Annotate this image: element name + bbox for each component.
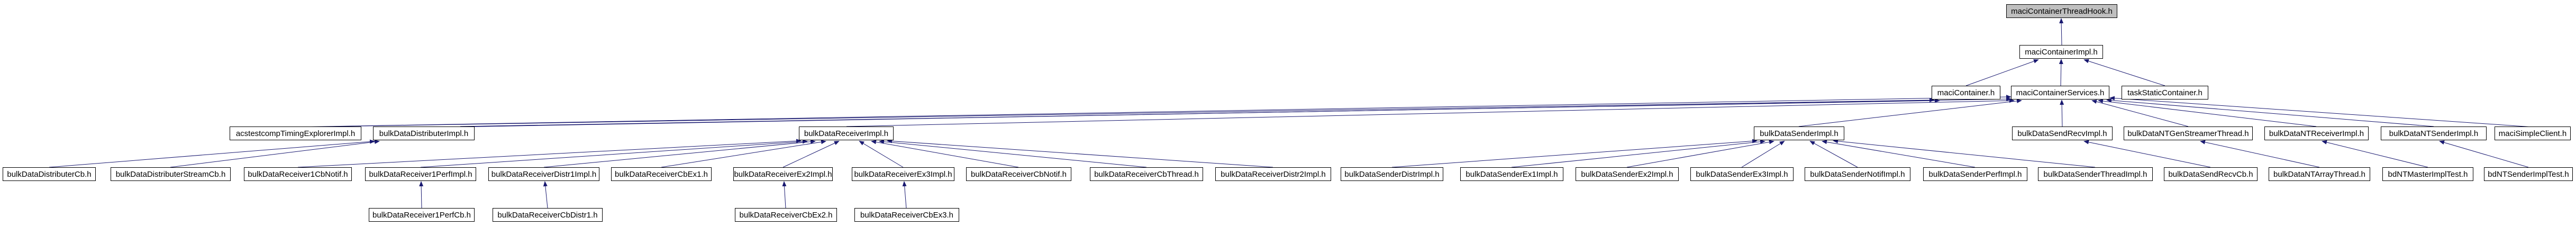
edge-bulkDataNTReceiverImpl-to-maciContainerServices (2098, 98, 2317, 127)
graph-node-bulkDataReceiverCbEx3[interactable]: bulkDataReceiverCbEx3.h (854, 208, 959, 222)
graph-node-acstestcompTimingExplorerImpl[interactable]: acstestcompTimingExplorerImpl.h (230, 126, 361, 140)
edge-bulkDataNTArrayThread-to-bulkDataNTGenStreamerThread (2200, 140, 2320, 168)
graph-node-bulkDataNTArrayThread[interactable]: bulkDataNTArrayThread.h (2269, 167, 2370, 181)
graph-node-bulkDataSendRecvCb[interactable]: bulkDataSendRecvCb.h (2164, 167, 2258, 181)
edge-acstestcompTimingExplorerImpl-to-maciContainer (333, 98, 1935, 127)
graph-node-maciContainer[interactable]: maciContainer.h (1932, 86, 2000, 100)
edge-bulkDataSenderThreadImpl-to-bulkDataSenderImpl (1833, 139, 2096, 168)
edge-bulkDataSenderNotifImpl-to-bulkDataSenderImpl (1809, 141, 1858, 168)
edge-bulkDataReceiverCbDistr1-to-bulkDataReceiverDistr1Impl (543, 181, 548, 209)
graph-node-bulkDataSenderDistrImpl[interactable]: bulkDataSenderDistrImpl.h (1341, 167, 1443, 181)
graph-node-taskStaticContainer[interactable]: taskStaticContainer.h (2122, 86, 2208, 100)
edge-bulkDataDistributerStreamCb-to-bulkDataDistributerImpl (170, 140, 380, 168)
edge-bulkDataSenderImpl-to-maciContainerServices (1798, 98, 2022, 127)
graph-node-bulkDataNTSenderImpl[interactable]: bulkDataNTSenderImpl.h (2381, 126, 2487, 140)
graph-node-bdNTMasterImplTest[interactable]: bdNTMasterImplTest.h (2382, 167, 2473, 181)
edge-bulkDataReceiverCbThread-to-bulkDataReceiverImpl (879, 139, 1147, 168)
edge-bulkDataReceiverCbNotif-to-bulkDataReceiverImpl (871, 140, 1019, 168)
edge-bulkDataDistributerImpl-to-maciContainerServices (424, 97, 2011, 128)
graph-node-bulkDataSenderEx3Impl[interactable]: bulkDataSenderEx3Impl.h (1690, 167, 1794, 181)
edge-maciContainerImpl-to-maciContainerThreadHook (2059, 18, 2064, 46)
graph-node-maciSimpleClient[interactable]: maciSimpleClient.h (2495, 126, 2571, 140)
edge-bulkDataSenderDistrImpl-to-bulkDataSenderImpl (1391, 139, 1758, 168)
edge-bulkDataSenderEx1Impl-to-bulkDataSenderImpl (1511, 139, 1765, 168)
edge-bulkDataReceiverCbEx1-to-bulkDataReceiverImpl (661, 140, 826, 168)
graph-node-bulkDataReceiverDistr1Impl[interactable]: bulkDataReceiverDistr1Impl.h (488, 167, 599, 181)
edge-acstestcompTimingExplorerImpl-to-maciContainerServices (296, 95, 2011, 128)
edge-bulkDataNTSenderImpl-to-maciContainerServices (2106, 98, 2434, 127)
graph-node-bulkDataSendRecvImpl[interactable]: bulkDataSendRecvImpl.h (2012, 126, 2113, 140)
graph-node-bulkDataReceiverEx3Impl[interactable]: bulkDataReceiverEx3Impl.h (852, 167, 954, 181)
edge-bulkDataReceiverCbEx2-to-bulkDataReceiverEx2Impl (782, 181, 787, 209)
edge-maciSimpleClient-to-maciContainerServices (2109, 96, 2533, 128)
edge-bulkDataReceiverEx2Impl-to-bulkDataReceiverImpl (782, 141, 840, 168)
edge-bdNTSenderImplTest-to-bulkDataNTSenderImpl (2439, 140, 2529, 168)
graph-node-bulkDataSenderPerfImpl[interactable]: bulkDataSenderPerfImpl.h (1923, 167, 2027, 181)
graph-node-bulkDataReceiverCbThread[interactable]: bulkDataReceiverCbThread.h (1090, 167, 1203, 181)
graph-node-bulkDataReceiverCbNotif[interactable]: bulkDataReceiverCbNotif.h (966, 167, 1071, 181)
graph-node-bulkDataReceiverCbEx1[interactable]: bulkDataReceiverCbEx1.h (611, 167, 712, 181)
edge-bulkDataReceiver1PerfCb-to-bulkDataReceiver1PerfImpl (419, 181, 424, 209)
edge-bulkDataReceiver1CbNotif-to-bulkDataReceiverImpl (297, 139, 802, 168)
edge-bulkDataReceiverImpl-to-maciContainerServices (846, 98, 2015, 127)
graph-node-maciContainerThreadHook: maciContainerThreadHook.h (2006, 4, 2117, 18)
graph-node-bulkDataSenderNotifImpl[interactable]: bulkDataSenderNotifImpl.h (1805, 167, 1910, 181)
graph-node-bulkDataNTReceiverImpl[interactable]: bulkDataNTReceiverImpl.h (2264, 126, 2369, 140)
edge-bulkDataNTGenStreamerThread-to-maciContainerServices (2091, 100, 2189, 127)
edge-bulkDataReceiver1PerfImpl-to-bulkDataReceiverImpl (420, 139, 808, 168)
graph-edges (49, 18, 2533, 209)
graph-node-bulkDataSenderThreadImpl[interactable]: bulkDataSenderThreadImpl.h (2038, 167, 2153, 181)
graph-node-bulkDataReceiverImpl[interactable]: bulkDataReceiverImpl.h (799, 126, 894, 140)
graph-node-bulkDataReceiverDistr2Impl[interactable]: bulkDataReceiverDistr2Impl.h (1215, 167, 1331, 181)
graph-node-bulkDataReceiver1CbNotif[interactable]: bulkDataReceiver1CbNotif.h (244, 167, 352, 181)
graph-node-bulkDataSenderImpl[interactable]: bulkDataSenderImpl.h (1754, 126, 1844, 140)
edge-bulkDataReceiverDistr1Impl-to-bulkDataReceiverImpl (543, 139, 816, 168)
graph-node-bdNTSenderImplTest[interactable]: bdNTSenderImplTest.h (2484, 167, 2573, 181)
edge-bulkDataSenderEx3Impl-to-bulkDataSenderImpl (1741, 140, 1785, 168)
edge-maciContainer-to-maciContainerImpl (1965, 59, 2039, 86)
graph-node-maciContainerImpl[interactable]: maciContainerImpl.h (2019, 45, 2103, 59)
edge-taskStaticContainer-to-maciContainerImpl (2083, 59, 2165, 86)
graph-node-bulkDataReceiver1PerfCb[interactable]: bulkDataReceiver1PerfCb.h (369, 208, 475, 222)
graph-node-bulkDataReceiverEx2Impl[interactable]: bulkDataReceiverEx2Impl.h (733, 167, 833, 181)
graph-node-maciContainerServices[interactable]: maciContainerServices.h (2011, 86, 2109, 100)
graph-node-bulkDataSenderEx2Impl[interactable]: bulkDataSenderEx2Impl.h (1576, 167, 1679, 181)
graph-node-bulkDataReceiverCbEx2[interactable]: bulkDataReceiverCbEx2.h (735, 208, 837, 222)
graph-node-bulkDataReceiverCbDistr1[interactable]: bulkDataReceiverCbDistr1.h (493, 208, 603, 222)
graph-node-bulkDataDistributerCb[interactable]: bulkDataDistributerCb.h (3, 167, 96, 181)
edge-bulkDataReceiverEx3Impl-to-bulkDataReceiverImpl (859, 140, 904, 168)
edge-bulkDataDistributerCb-to-bulkDataDistributerImpl (49, 139, 375, 168)
edge-bulkDataSendRecvCb-to-bulkDataSendRecvImpl (2083, 140, 2211, 168)
edge-bulkDataSenderPerfImpl-to-bulkDataSenderImpl (1822, 140, 1976, 168)
edge-bulkDataSenderEx2Impl-to-bulkDataSenderImpl (1626, 140, 1774, 168)
edge-bulkDataReceiverDistr2Impl-to-bulkDataReceiverImpl (887, 139, 1273, 168)
edge-bdNTMasterImplTest-to-bulkDataNTReceiverImpl (2322, 140, 2428, 168)
edge-bulkDataReceiverCbEx3-to-bulkDataReceiverEx3Impl (902, 181, 907, 209)
graph-node-bulkDataDistributerStreamCb[interactable]: bulkDataDistributerStreamCb.h (111, 167, 231, 181)
graph-node-bulkDataSenderEx1Impl[interactable]: bulkDataSenderEx1Impl.h (1460, 167, 1563, 181)
graph-node-bulkDataDistributerImpl[interactable]: bulkDataDistributerImpl.h (373, 126, 475, 140)
graph-node-bulkDataNTGenStreamerThread[interactable]: bulkDataNTGenStreamerThread.h (2124, 126, 2253, 140)
graph-node-bulkDataReceiver1PerfImpl[interactable]: bulkDataReceiver1PerfImpl.h (365, 167, 476, 181)
